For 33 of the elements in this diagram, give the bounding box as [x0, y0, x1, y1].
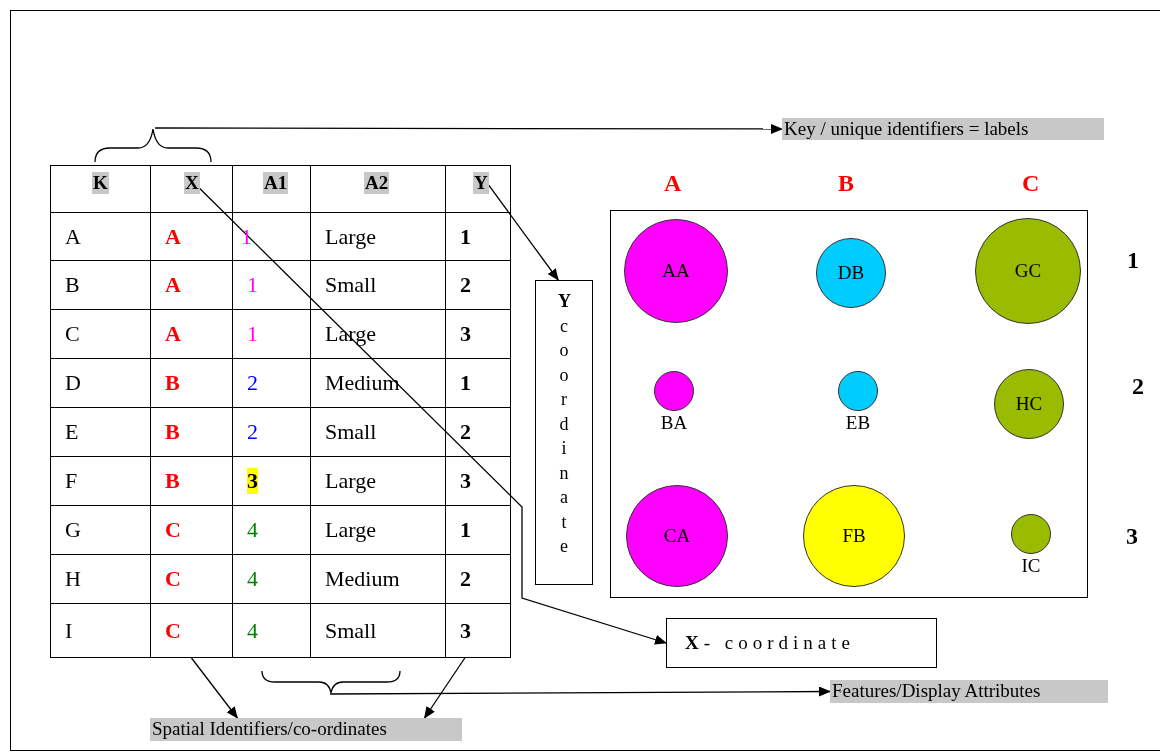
column-label: B: [838, 170, 854, 197]
table-cell: I: [50, 603, 151, 658]
arrow: [190, 657, 238, 719]
text-box: Y coordinate: [535, 280, 593, 585]
circle-symbol: FB: [803, 485, 905, 587]
column-label: C: [1022, 170, 1040, 197]
brace: [93, 128, 213, 164]
callout-label: Spatial Identifiers/co-ordinates: [150, 718, 462, 741]
arrow: [199, 187, 667, 645]
column-header: K: [92, 172, 109, 194]
circle-symbol: DB: [816, 238, 886, 308]
arrow: [488, 184, 559, 281]
row-label: 2: [1132, 373, 1144, 400]
column-label: A: [664, 170, 682, 197]
callout-label: Key / unique identifiers = labels: [782, 118, 1104, 140]
circle-symbol: AA: [624, 219, 728, 323]
circle-symbol: HC: [994, 369, 1064, 439]
panel-frame: [610, 210, 1088, 598]
column-header: X: [184, 172, 200, 194]
circle-symbol: GC: [975, 218, 1081, 324]
circle-symbol: CA: [626, 485, 728, 587]
arrow: [154, 124, 783, 134]
column-header: Y: [473, 172, 489, 194]
row-label: 1: [1127, 247, 1139, 274]
column-header: A1: [263, 172, 289, 194]
table-cell: 3: [445, 603, 511, 658]
arrow: [329, 686, 831, 697]
row-label: 3: [1126, 523, 1138, 550]
callout-label: Features/Display Attributes: [830, 680, 1108, 703]
column-header: A2: [364, 172, 390, 194]
brace: [260, 670, 402, 694]
arrow: [423, 657, 466, 719]
text-box: X- coordinate: [666, 618, 937, 668]
